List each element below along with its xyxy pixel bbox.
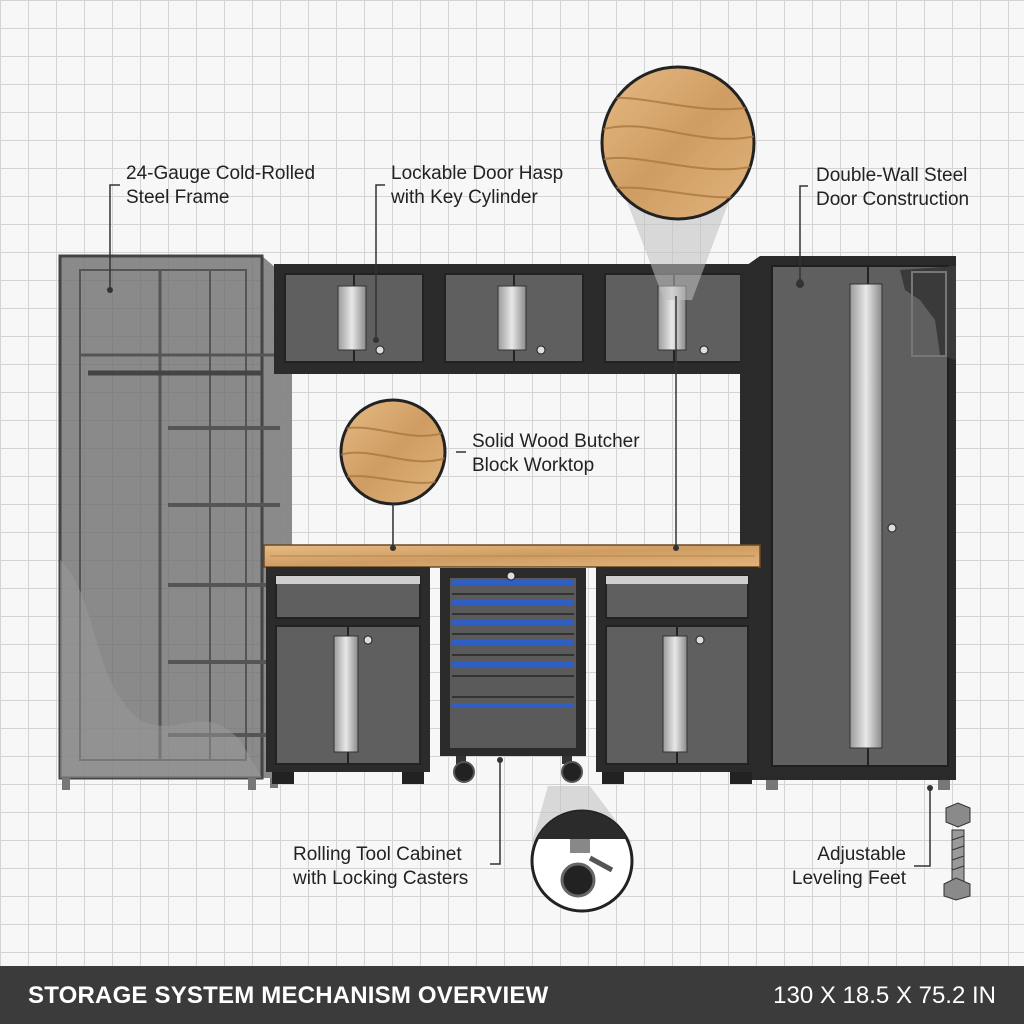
callout-steel-frame-line1: 24-Gauge Cold-Rolled	[126, 163, 316, 184]
wood-texture-magnifier-worktop	[339, 398, 447, 506]
storage-system-illustration	[58, 65, 971, 913]
callout-steel-frame-line2: Steel Frame	[126, 187, 230, 208]
butcher-block-worktop	[263, 544, 761, 568]
callout-leveling-feet-line2: Leveling Feet	[791, 868, 906, 889]
callout-double-wall: Double-Wall Steel Door Construction	[816, 164, 969, 212]
callout-butcher-block: Solid Wood Butcher Block Worktop	[472, 430, 640, 478]
callout-leveling-feet-line1: Adjustable	[817, 844, 906, 865]
footer-bar: STORAGE SYSTEM MECHANISM OVERVIEW 130 X …	[0, 966, 1024, 1024]
callout-butcher-block-line1: Solid Wood Butcher	[472, 431, 640, 452]
right-base-cabinet	[596, 567, 758, 784]
leader-lines	[109, 184, 931, 867]
wood-texture-magnifier-top	[600, 65, 756, 300]
rolling-tool-cabinet	[440, 568, 586, 783]
callout-double-wall-line2: Door Construction	[816, 189, 970, 210]
tall-frame-cabinet	[58, 254, 292, 790]
callout-butcher-block-line2: Block Worktop	[472, 455, 595, 476]
leader-dots	[107, 279, 933, 791]
wall-cabinets	[274, 264, 754, 374]
callout-door-hasp-line1: Lockable Door Hasp	[391, 163, 564, 184]
left-base-cabinet	[266, 567, 430, 784]
caster-detail-magnifier	[530, 786, 634, 913]
callout-rolling-cabinet-line1: Rolling Tool Cabinet	[293, 844, 462, 865]
leveling-foot-detail	[943, 802, 971, 901]
footer-title: STORAGE SYSTEM MECHANISM OVERVIEW	[28, 982, 549, 1009]
callout-door-hasp: Lockable Door Hasp with Key Cylinder	[391, 162, 563, 210]
callout-steel-frame: 24-Gauge Cold-Rolled Steel Frame	[126, 162, 315, 210]
callout-rolling-cabinet-line2: with Locking Casters	[293, 868, 469, 889]
callout-rolling-cabinet: Rolling Tool Cabinet with Locking Caster…	[293, 843, 468, 891]
footer-dimensions: 130 X 18.5 X 75.2 IN	[773, 982, 996, 1009]
tall-locker-cabinet	[740, 256, 956, 790]
callout-door-hasp-line2: with Key Cylinder	[391, 187, 538, 208]
callout-double-wall-line1: Double-Wall Steel	[816, 165, 968, 186]
callout-leveling-feet: Adjustable Leveling Feet	[770, 843, 906, 891]
